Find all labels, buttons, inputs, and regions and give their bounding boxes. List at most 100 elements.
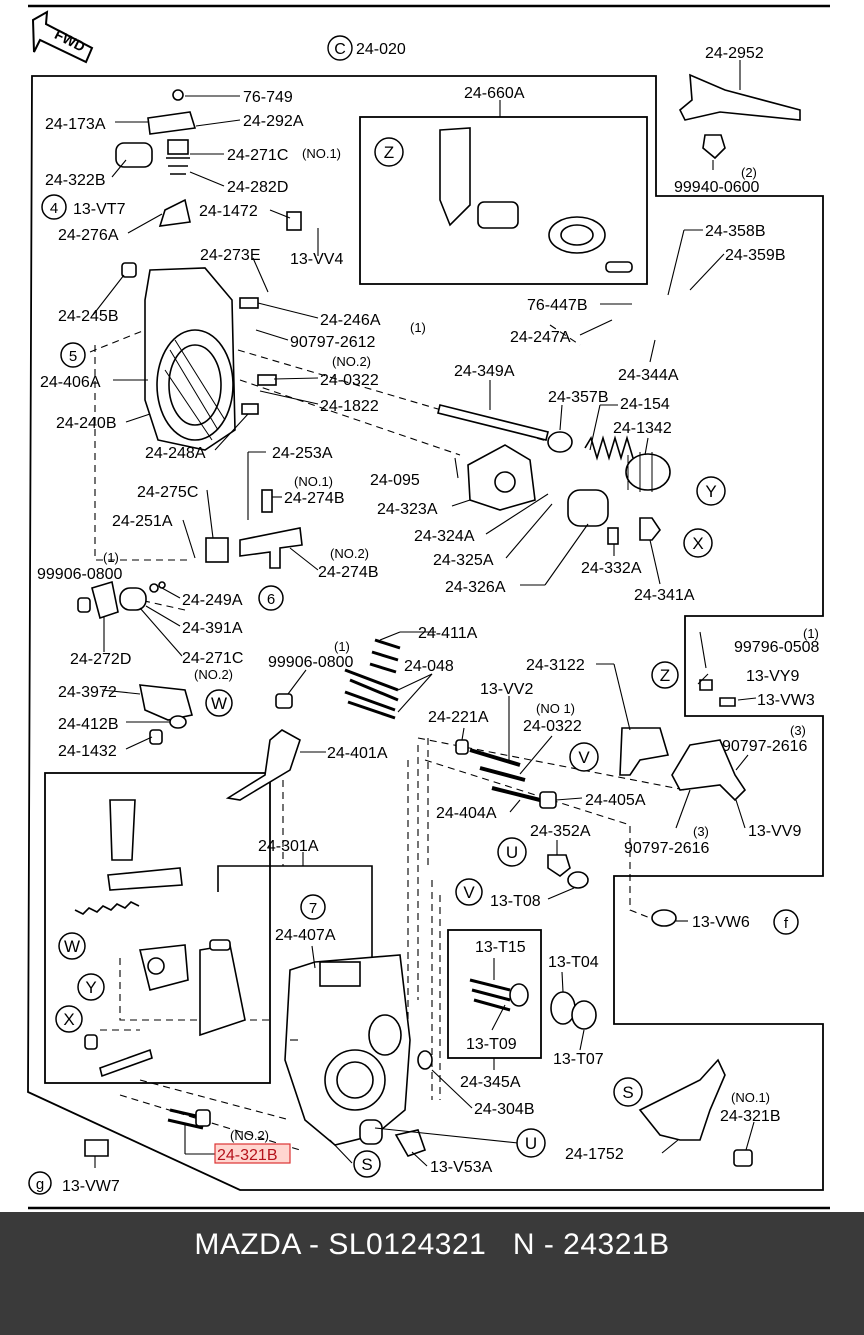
- part-label: 24-359B: [725, 247, 786, 264]
- callout-circle-icon: [58, 932, 86, 960]
- part-label: 24-407A: [275, 927, 336, 944]
- callout-text: 5: [69, 348, 77, 365]
- part-drawings: [74, 73, 801, 1167]
- fwd-arrow-icon: FWD: [31, 10, 94, 64]
- part-label: 24-095: [370, 472, 420, 489]
- part-label: 13-T07: [553, 1051, 604, 1068]
- part-label: 24-173A: [45, 116, 106, 133]
- part-label: 13-VY9: [746, 668, 799, 685]
- part-label: 24-271C: [182, 650, 243, 667]
- part-label: 24-401A: [327, 745, 388, 762]
- callout-marker: S: [353, 1150, 381, 1178]
- part-label: 13-VW6: [692, 914, 750, 931]
- part-label: 24-326A: [445, 579, 506, 596]
- part-label: 24-251A: [112, 513, 173, 530]
- callout-marker: 5: [60, 342, 86, 368]
- callout-marker: X: [55, 1005, 83, 1033]
- part-label: 24-271C: [227, 147, 288, 164]
- callout-circle-icon: [773, 909, 799, 935]
- callout-text: Z: [660, 666, 670, 685]
- part-label: 24-276A: [58, 227, 119, 244]
- part-label: 24-341A: [634, 587, 695, 604]
- part-label: 24-274B: [284, 490, 345, 507]
- callout-marker: 4: [41, 194, 67, 220]
- detail-box-governor: [44, 772, 271, 1084]
- callout-text: S: [361, 1155, 372, 1174]
- callout-text: f: [784, 915, 789, 932]
- callout-text: V: [463, 883, 475, 902]
- part-label: 24-273E: [200, 247, 261, 264]
- callout-text: X: [692, 534, 703, 553]
- part-label: (NO.1): [302, 146, 341, 161]
- callout-circle-icon: [353, 1150, 381, 1178]
- callout-text: W: [211, 694, 227, 713]
- callout-circle-icon: [683, 528, 713, 558]
- callout-marker: Y: [696, 476, 726, 506]
- callout-circle-icon: [455, 878, 483, 906]
- part-label: 24-323A: [377, 501, 438, 518]
- part-label: 24-412B: [58, 716, 119, 733]
- part-label: 24-245B: [58, 308, 119, 325]
- part-label: 24-249A: [182, 592, 243, 609]
- part-label: 24-3972: [58, 684, 117, 701]
- part-label: (NO.1): [731, 1090, 770, 1105]
- part-label: 24-1432: [58, 743, 117, 760]
- callout-circle-icon: [613, 1077, 643, 1107]
- part-label: 24-324A: [414, 528, 475, 545]
- parts-diagram: FWD: [27, 4, 830, 1210]
- part-label: 24-406A: [40, 374, 101, 391]
- leader-lines: [92, 60, 757, 1168]
- callout-text: g: [36, 1176, 44, 1193]
- callout-text: Y: [705, 482, 716, 501]
- callout-text: 7: [309, 900, 317, 917]
- part-label: 24-391A: [182, 620, 243, 637]
- part-label: 24-292A: [243, 113, 304, 130]
- part-label: 24-248A: [145, 445, 206, 462]
- callout-marker: Z: [651, 661, 679, 689]
- callout-c-letter: C: [334, 41, 346, 58]
- callout-circle-icon: [41, 194, 67, 220]
- callout-marker: W: [205, 689, 233, 717]
- part-label: (1): [803, 626, 819, 641]
- part-label: 24-344A: [618, 367, 679, 384]
- callout-text: X: [63, 1010, 74, 1029]
- part-label: 24-321B: [217, 1147, 278, 1164]
- part-label: 24-660A: [464, 85, 525, 102]
- part-label: 24-301A: [258, 838, 319, 855]
- callout-circle-icon: [696, 476, 726, 506]
- footer-bar: MAZDA - SL0124321 N - 24321B: [0, 1212, 864, 1335]
- part-label: 24-411A: [418, 625, 478, 642]
- part-label: (3): [693, 824, 709, 839]
- callout-circle-icon: [497, 837, 527, 867]
- part-label: (NO.2): [330, 546, 369, 561]
- callout-c-icon: [327, 35, 353, 61]
- callout-text: U: [506, 843, 518, 862]
- callout-circle-icon: [516, 1128, 546, 1158]
- callout-circle-icon: [258, 585, 284, 611]
- part-label: 24-253A: [272, 445, 333, 462]
- callout-text: 4: [50, 200, 58, 217]
- assembly-ref-number: 24-020: [356, 41, 406, 58]
- callout-marker: V: [455, 878, 483, 906]
- part-label: 24-3122: [526, 657, 585, 674]
- part-label: 24-0322: [523, 718, 582, 735]
- part-label: (1): [410, 320, 426, 335]
- part-label: 90797-2612: [290, 334, 376, 351]
- part-label: 24-357B: [548, 389, 609, 406]
- callout-circle-icon: [205, 689, 233, 717]
- part-label: 13-T08: [490, 893, 541, 910]
- callout-circle-icon: [569, 742, 599, 772]
- callout-marker: X: [683, 528, 713, 558]
- part-label: (1): [334, 639, 350, 654]
- part-label: (1): [103, 550, 119, 565]
- part-label: 90797-2616: [722, 738, 808, 755]
- callout-circle-icon: [374, 137, 404, 167]
- part-label: 24-240B: [56, 415, 117, 432]
- callout-marker: Z: [374, 137, 404, 167]
- part-label: 24-048: [404, 658, 454, 675]
- callout-marker: f: [773, 909, 799, 935]
- part-label: 99906-0800: [268, 654, 354, 671]
- part-label: 76-749: [243, 89, 293, 106]
